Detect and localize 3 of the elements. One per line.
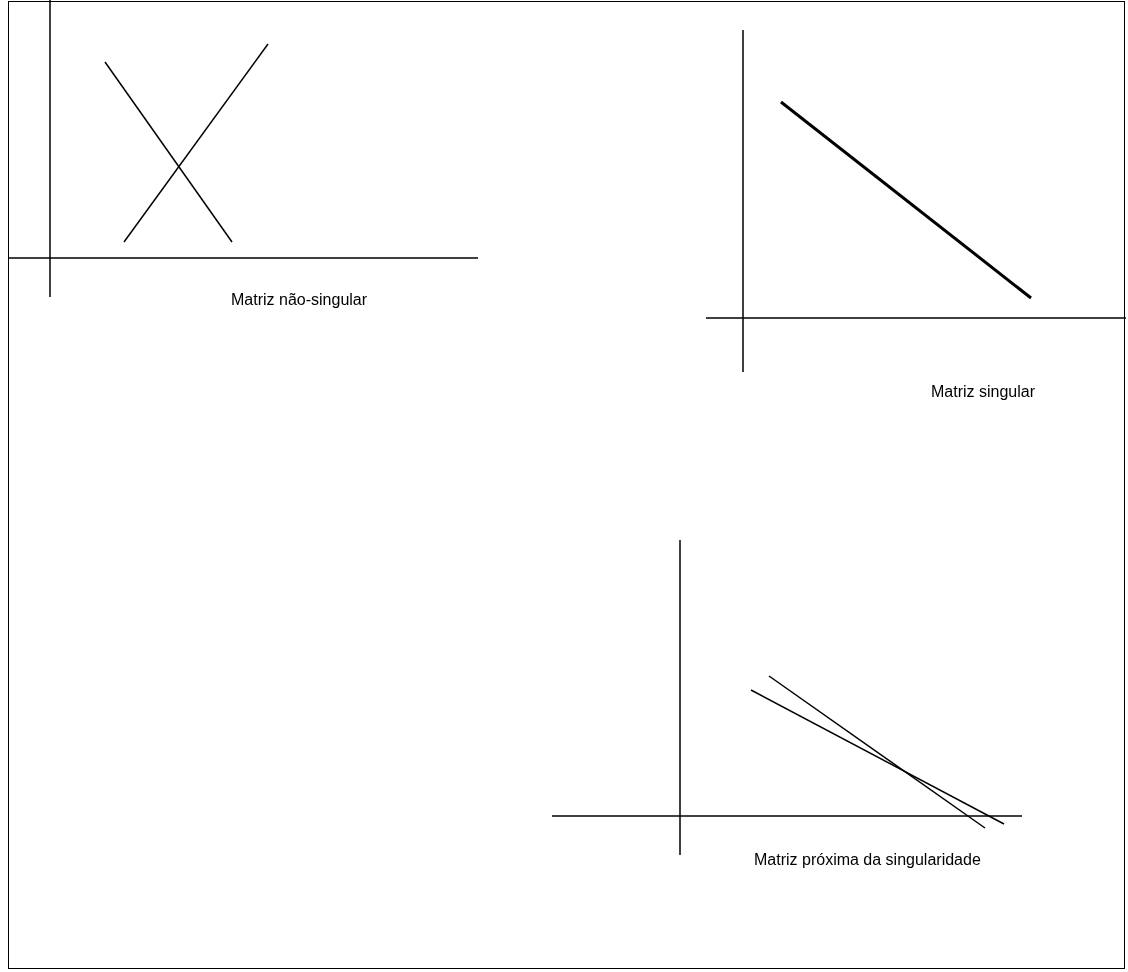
graph-caption: Matriz singular: [931, 383, 1036, 401]
graph-caption: Matriz não-singular: [231, 291, 368, 309]
graph-caption: Matriz próxima da singularidade: [754, 851, 981, 869]
